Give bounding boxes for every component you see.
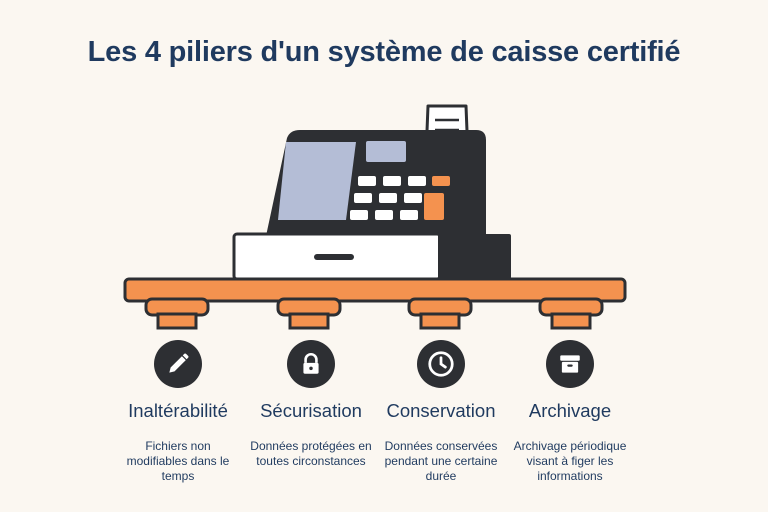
clock-icon xyxy=(417,340,465,388)
pillar-description: Données conservées pendant une certaine … xyxy=(384,439,498,483)
pillar-description: Fichiers non modifiables dans le temps xyxy=(126,439,230,483)
pillar-description: Données protégées en toutes circonstance… xyxy=(250,439,372,468)
pillar-title: Conservation xyxy=(386,400,496,421)
pencil-icon xyxy=(154,340,202,388)
pillar-securisation: Sécurisation Données protégées en toutes… xyxy=(241,340,381,469)
counter-table xyxy=(123,277,627,330)
page-title: Les 4 piliers d'un système de caisse cer… xyxy=(87,36,681,68)
pillar-archivage: Archivage Archivage périodique visant à … xyxy=(500,340,640,484)
pillar-title: Sécurisation xyxy=(260,400,362,421)
lock-icon xyxy=(287,340,335,388)
pillar-title: Inaltérabilité xyxy=(128,400,228,421)
pillar-description: Archivage périodique visant à figer les … xyxy=(513,439,627,483)
pillar-conservation: Conservation Données conservées pendant … xyxy=(371,340,511,484)
archive-box-icon xyxy=(546,340,594,388)
pillar-inalterabilite: Inaltérabilité Fichiers non modifiables … xyxy=(108,340,248,484)
cash-register-icon xyxy=(232,130,511,281)
pillar-title: Archivage xyxy=(528,400,612,421)
